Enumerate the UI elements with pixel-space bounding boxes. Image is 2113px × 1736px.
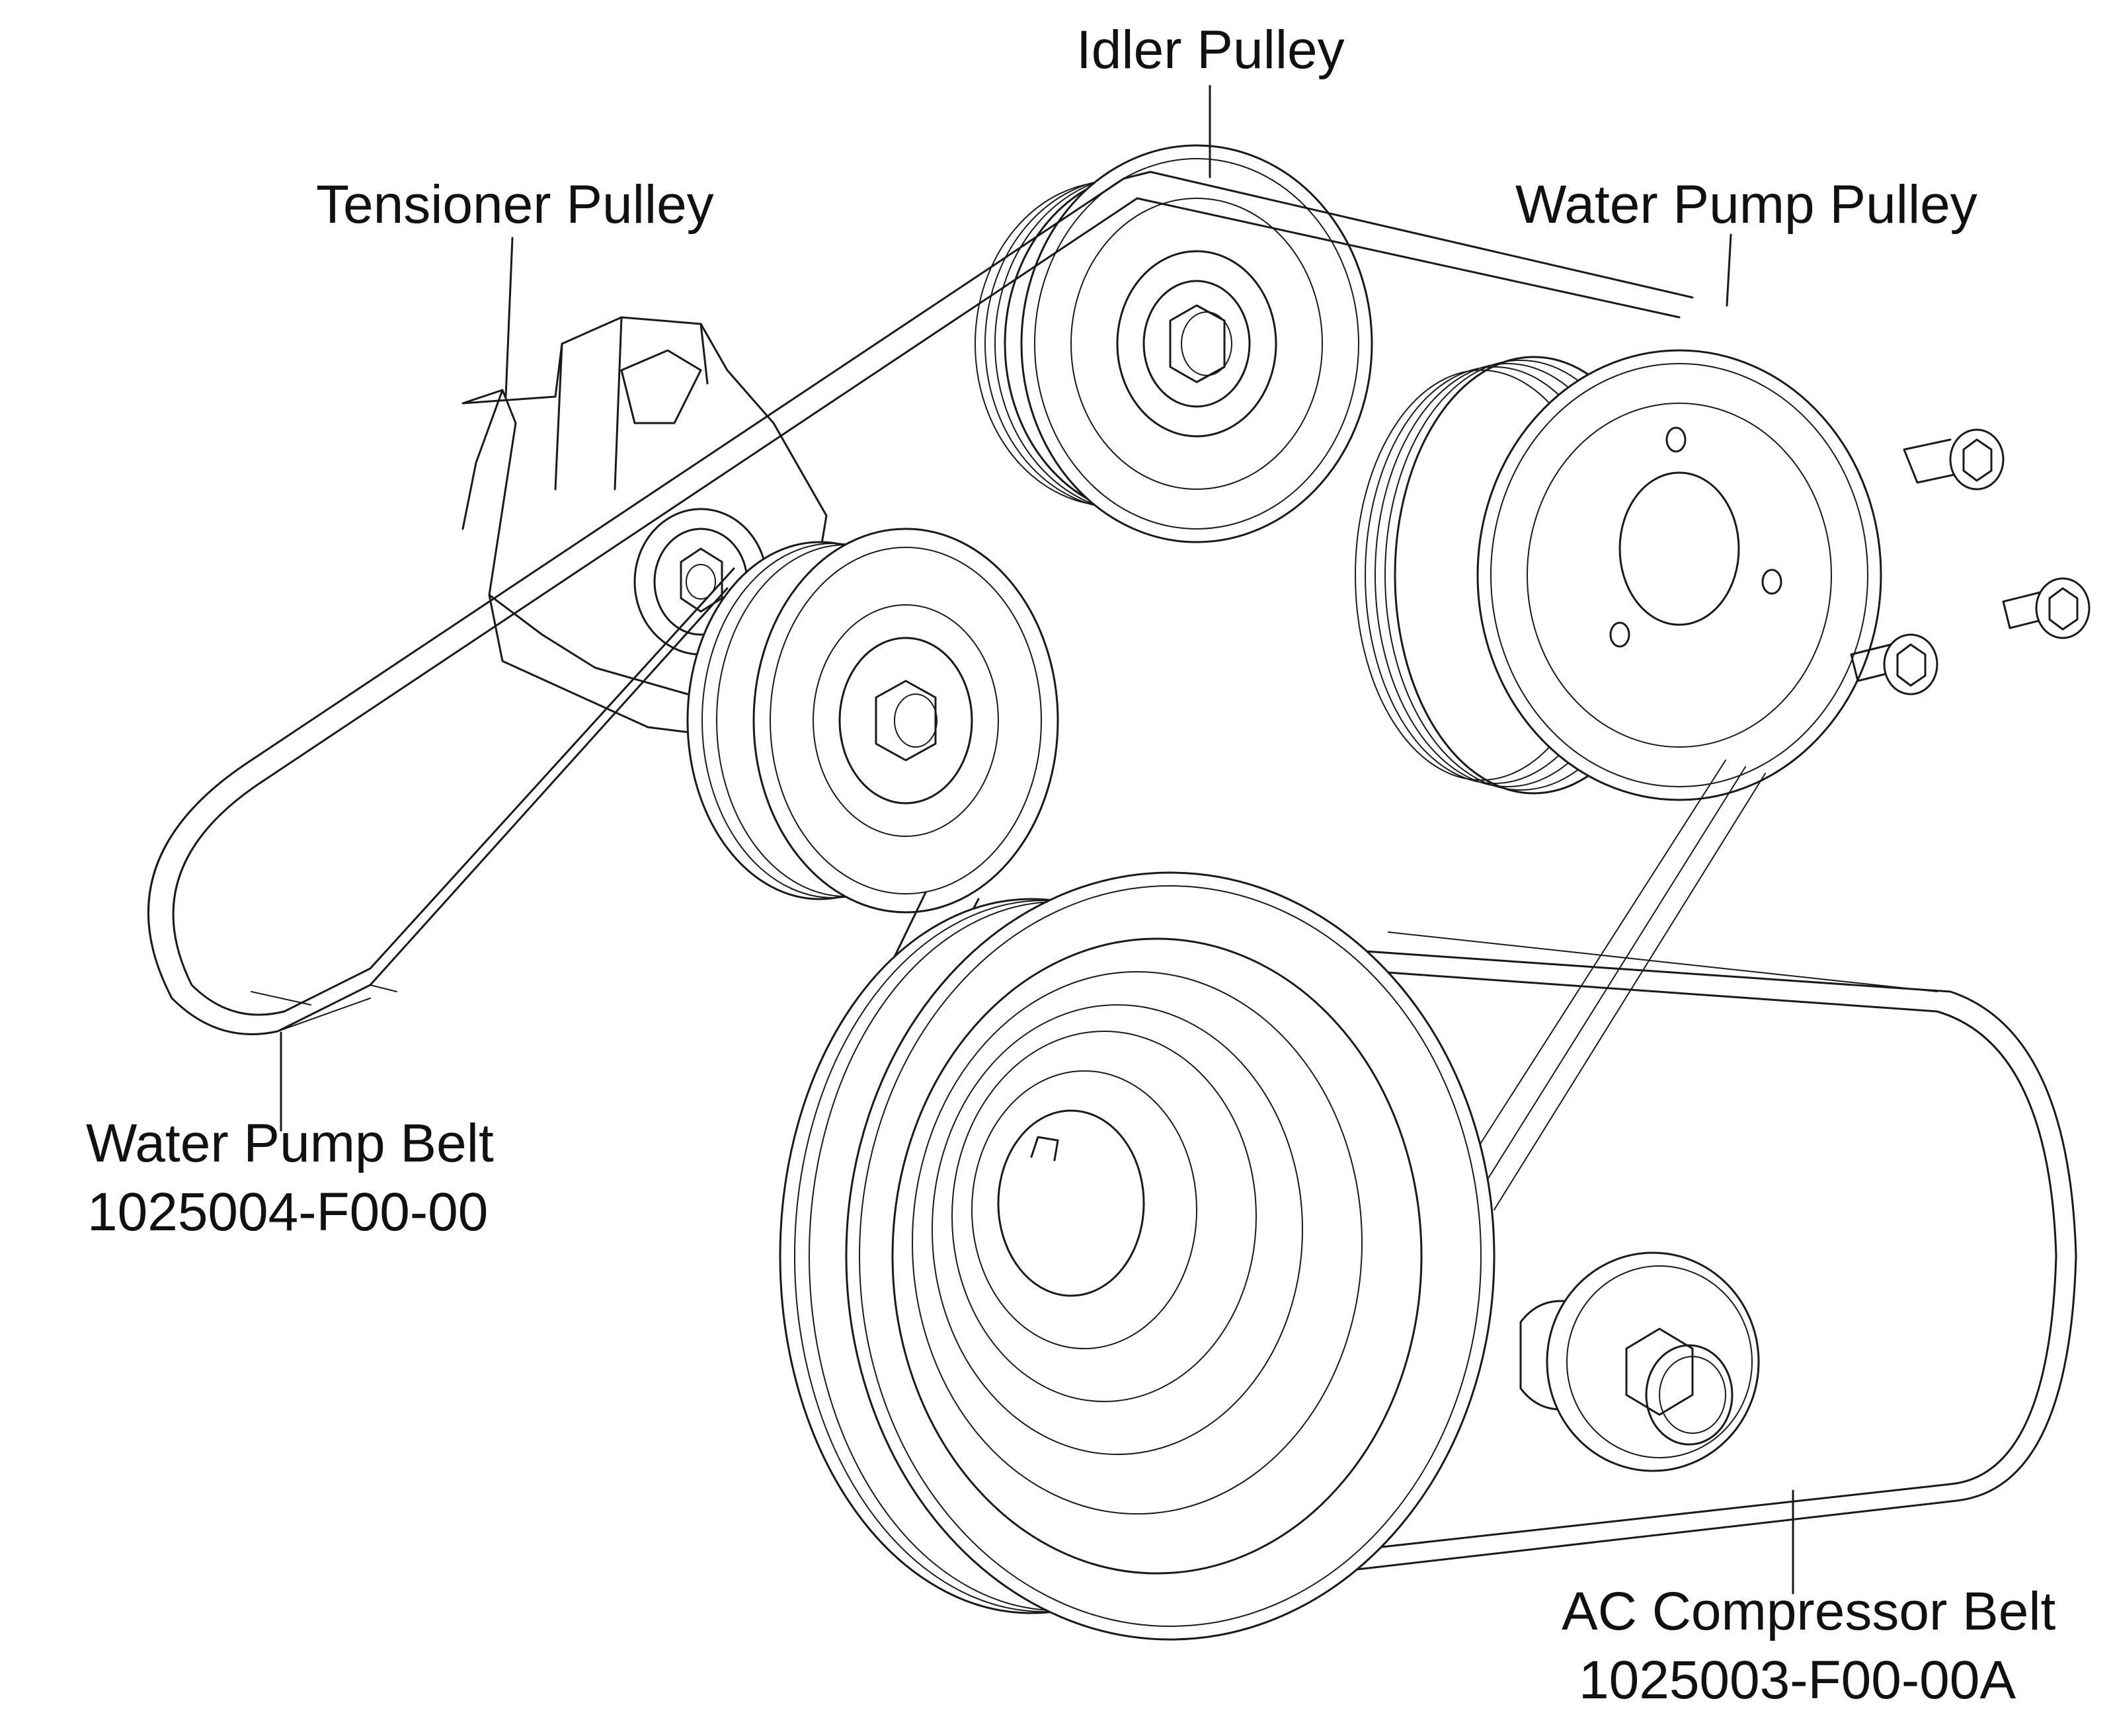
water-pump-pulley [1355,349,1882,801]
crankshaft-pulley [779,871,1495,1641]
water-pump-pulley-label: Water Pump Pulley [1515,175,1977,235]
tensioner-leader-line [504,237,514,398]
tensioner-pulley [686,528,1059,914]
water-pump-pulley-leader-line [1726,233,1732,307]
bolt-3 [1850,633,1938,695]
water-pump-belt-part-number: 1025004-F00-00 [87,1182,489,1242]
ac-compressor-hub [1519,1251,1760,1472]
bolt-2 [2002,577,2091,639]
ac-compressor-belt-part-number: 1025003-F00-00A [1579,1650,2016,1710]
ac-compressor-belt-label: AC Compressor Belt [1562,1581,2056,1641]
idler-pulley [975,144,1373,543]
bolt-1 [1903,428,2005,491]
water-pump-belt-label: Water Pump Belt [86,1113,494,1173]
tensioner-pulley-label: Tensioner Pulley [316,175,714,235]
idler-pulley-label: Idler Pulley [1076,20,1345,80]
